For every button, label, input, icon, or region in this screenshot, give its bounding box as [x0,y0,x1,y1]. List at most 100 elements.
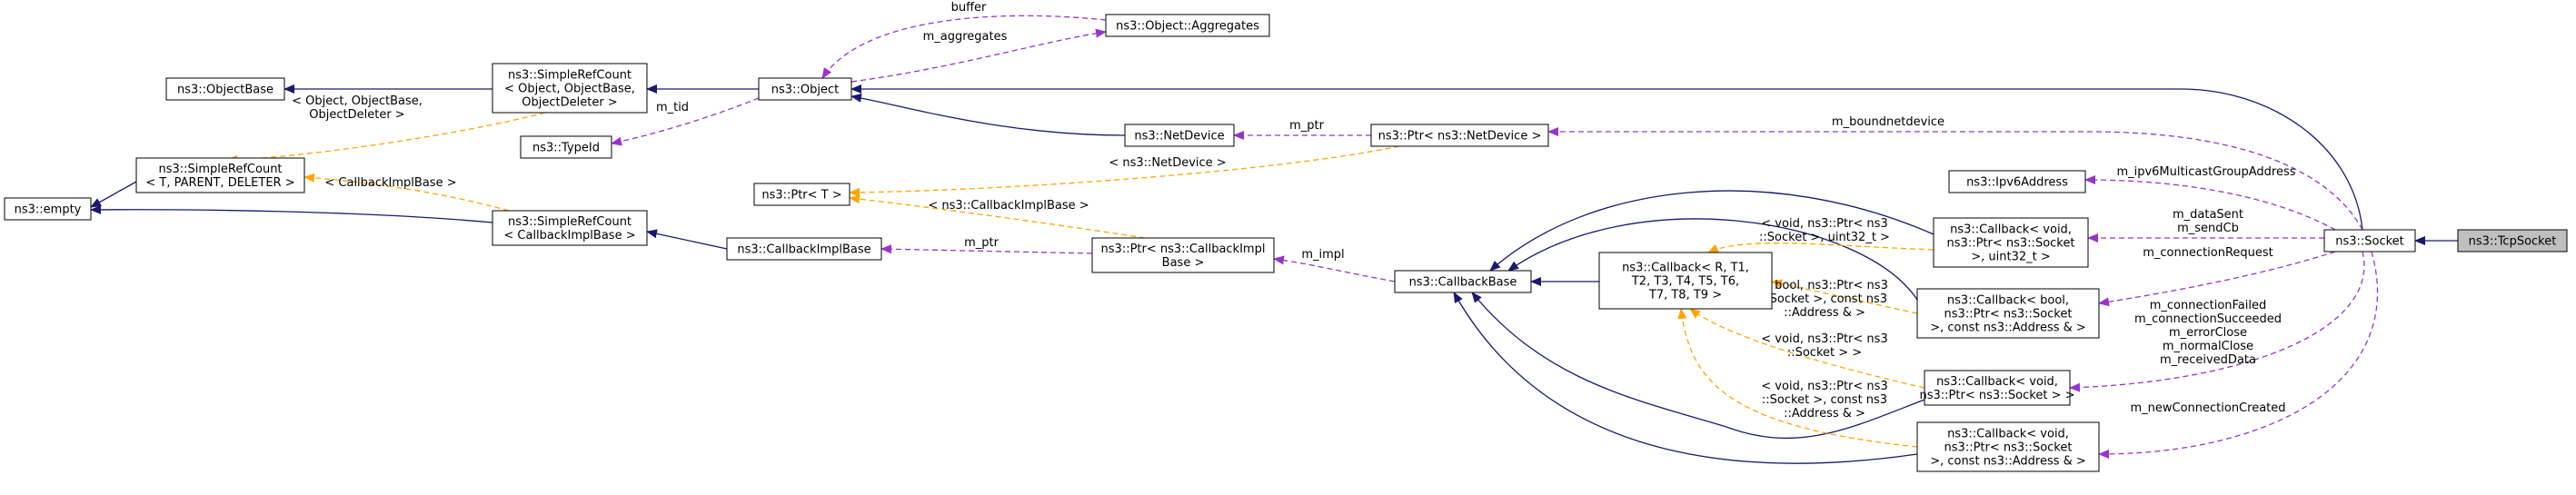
class-box [135,157,305,193]
edge-object-aggregates: m_aggregates [850,28,1107,83]
edge-label: < bool, ns3::Ptr< ns3 [1761,279,1888,292]
edge-label: m_dataSent [2173,208,2243,222]
class-node-ipv6[interactable]: ns3::Ipv6Address [1948,170,2086,193]
class-name-line: >, const ns3::Address & > [1930,455,2086,469]
class-node-tcpsocket[interactable]: ns3::TcpSocket [2457,229,2568,252]
class-node-ptr-t[interactable]: ns3::Ptr< T > [753,183,850,206]
class-node-netdevice[interactable]: ns3::NetDevice [1124,124,1235,147]
class-node-cb-void-uint[interactable]: ns3::Callback< void,ns3::Ptr< ns3::Socke… [1933,217,2089,268]
class-node-typeid[interactable]: ns3::TypeId [520,135,612,159]
edge-label: m_ptr [964,236,1000,250]
class-node-ptr-cbimpl[interactable]: ns3::Ptr< ns3::CallbackImplBase > [1091,237,1275,273]
class-node-cb-bool[interactable]: ns3::Callback< bool,ns3::Ptr< ns3::Socke… [1916,288,2100,339]
edge-label: m_ptr [1289,119,1325,133]
usage-arrow [880,244,1093,254]
edge-label: m_errorClose [2169,326,2247,340]
edge-cbbase-ptrcb: m_impl [1273,248,1396,282]
class-node-socket[interactable]: ns3::Socket [2323,229,2416,252]
inherit-arrow [1507,218,1918,301]
class-name-line: >, const ns3::Address & > [1930,322,2086,335]
edge-cbvoid-cbbase [1471,292,1925,440]
edge-socket-cbbool: m_connectionRequest [2098,246,2336,307]
class-node-cb-void-addr[interactable]: ns3::Callback< void,ns3::Ptr< ns3::Socke… [1916,421,2100,472]
edge-tpl-cbvoidaddr: < void, ns3::Ptr< ns3::Socket >, const n… [1677,308,1918,448]
template-arrow [1707,243,1934,253]
class-name-line: ns3::empty [15,203,82,217]
class-box [1933,217,2089,268]
inherit-arrow [1453,292,1918,464]
edge-label: < ns3::NetDevice > [1109,156,1226,170]
class-name-line: ns3::Callback< void, [1950,223,2072,237]
class-node-cb-generic[interactable]: ns3::Callback< R, T1,T2, T3, T4, T5, T6,… [1598,252,1773,310]
class-name-line: ObjectDeleter > [522,96,617,110]
usage-arrow [2084,175,2336,231]
edge-label: ::Socket > > [1787,346,1862,360]
class-name-line: ns3::Ptr< T > [761,189,841,203]
class-box [1124,124,1235,147]
class-name-line: ns3::CallbackBase [1409,276,1517,290]
edge-label: m_ipv6MulticastGroupAddress [2116,165,2295,179]
class-box [1598,252,1773,310]
class-name-line: ns3::Socket [2335,235,2404,249]
class-name-line: T7, T8, T9 > [1648,289,1722,302]
edge-label: ObjectDeleter > [309,108,404,122]
class-box [758,77,852,101]
inherit-arrow [90,204,493,223]
class-name-line: ns3::TcpSocket [2469,235,2557,249]
class-box [2457,229,2568,252]
template-arrow [1689,308,1925,389]
class-name-line: ns3::SimpleRefCount [508,215,632,229]
class-node-ptr-netdevice[interactable]: ns3::Ptr< ns3::NetDevice > [1370,124,1549,147]
edge-label: m_connectionRequest [2143,246,2273,260]
edge-label: m_newConnectionCreated [2130,401,2285,415]
class-name-line: ns3::Ptr< ns3::CallbackImpl [1101,243,1266,256]
edge-label: m_receivedData [2160,353,2256,367]
usage-arrow [2098,251,2378,459]
edge-ptrcb-cbimpl: m_ptr [880,236,1093,254]
edge-tpl-cbvoid: < void, ns3::Ptr< ns3::Socket > > [1689,308,1925,389]
class-node-src-cbimpl[interactable]: ns3::SimpleRefCount< CallbackImplBase > [492,210,648,246]
edge-socket-ipv6: m_ipv6MulticastGroupAddress [2084,165,2336,231]
class-box [726,237,882,261]
template-arrow [849,194,1146,239]
class-box [4,197,92,221]
inherit-arrow [90,181,137,208]
edge-label: m_boundnetdevice [1832,115,1944,129]
class-box [1948,170,2086,193]
edge-socket-object [850,84,2363,231]
class-node-cbimplbase[interactable]: ns3::CallbackImplBase [726,237,882,261]
class-node-src-object[interactable]: ns3::SimpleRefCount< Object, ObjectBase,… [492,63,648,114]
class-name-line: ns3::Ptr< ns3::Socket [1944,441,2073,455]
edge-label: m_tid [656,101,689,114]
edge-label: ::Socket >, const ns3 [1762,292,1887,306]
template-arrow [303,173,510,212]
usage-arrow [2069,251,2365,392]
edge-ptrnd-netdevice: m_ptr [1233,119,1371,140]
class-node-cb-void[interactable]: ns3::Callback< void,ns3::Ptr< ns3::Socke… [1920,370,2075,406]
class-name-line: ns3::Ipv6Address [1966,176,2068,190]
usage-arrow [821,15,1107,79]
usage-arrow [1273,255,1396,282]
class-name-line: ns3::Callback< void, [1947,428,2069,441]
class-node-aggregates[interactable]: ns3::Object::Aggregates [1105,14,1270,37]
edge-tpl-cbvoiduint: < void, ns3::Ptr< ns3::Socket >, uint32_… [1707,217,1934,253]
class-name-line: ns3::ObjectBase [177,84,274,97]
class-name-line: ns3::Object::Aggregates [1116,20,1259,34]
class-node-objectbase[interactable]: ns3::ObjectBase [165,77,285,101]
edge-netdevice-object [850,93,1126,136]
class-name-line: ns3::Ptr< ns3::NetDevice > [1378,130,1542,144]
edge-label: < CallbackImplBase > [324,176,456,190]
class-node-object[interactable]: ns3::Object [758,77,852,101]
usage-arrow [850,28,1107,83]
edge-cbvoiduint-cbbase [1489,190,1934,272]
class-name-line: ns3::Callback< R, T1, [1622,262,1749,275]
class-node-cbbase[interactable]: ns3::CallbackBase [1394,270,1532,293]
class-node-src-template[interactable]: ns3::SimpleRefCount< T, PARENT, DELETER … [135,157,305,193]
class-box [520,135,612,159]
class-name-line: < T, PARENT, DELETER > [145,176,294,190]
edge-cbbool-cbbase [1507,218,1918,301]
class-name-line: ns3::Callback< void, [1936,375,2058,389]
class-name-line: ns3::Callback< bool, [1947,294,2069,308]
class-name-line: ns3::CallbackImplBase [737,243,870,257]
class-node-empty[interactable]: ns3::empty [4,197,92,221]
